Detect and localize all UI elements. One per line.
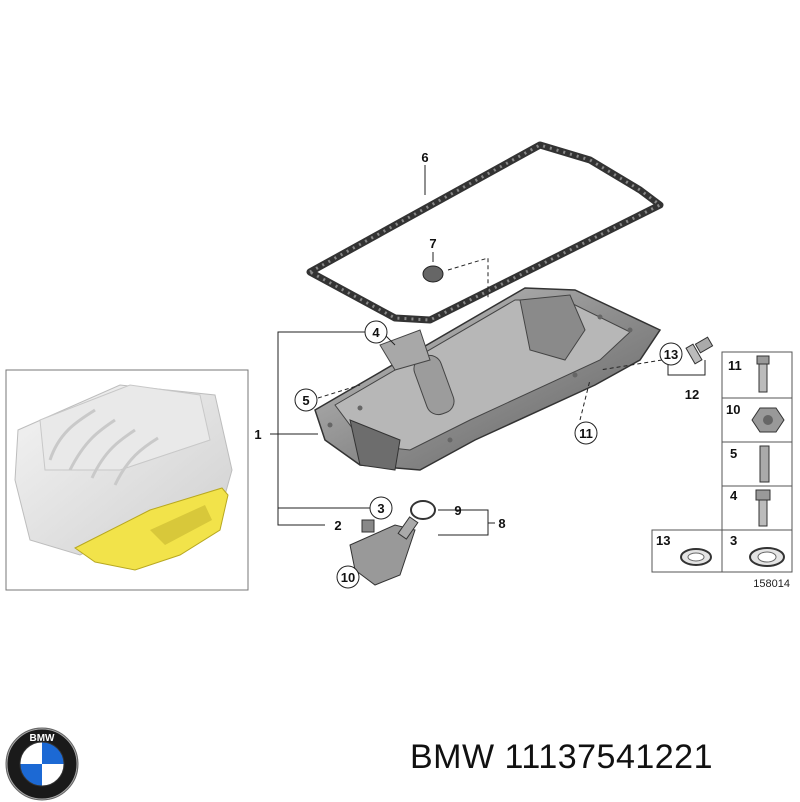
callout-5: 5	[294, 388, 318, 412]
callout-1: 1	[254, 427, 261, 442]
callout-13-label: 13	[664, 347, 678, 362]
legend-item-3: 3	[730, 533, 785, 567]
callout-11-label: 11	[579, 426, 593, 441]
sealing-ring-icon	[749, 547, 785, 567]
part-number: 11137541221	[504, 738, 714, 776]
hex-nut-icon	[751, 407, 785, 433]
callout-12-label: 12	[685, 387, 699, 402]
legend-num: 3	[730, 533, 737, 548]
legend-num: 4	[730, 488, 738, 503]
engine-block-illustration	[14, 384, 233, 556]
callout-10: 10	[336, 565, 360, 589]
stud-icon	[759, 445, 770, 483]
legend-item-5: 5	[730, 445, 770, 483]
callout-3-label: 3	[377, 501, 384, 516]
socket-screw-icon	[755, 489, 771, 527]
oil-pan-gasket	[306, 141, 664, 324]
engine-overview-inset	[5, 369, 249, 591]
bolt-icon	[756, 355, 770, 393]
callout-3: 3	[369, 496, 393, 520]
callout-13: 13	[659, 342, 683, 366]
part-9-o-ring	[410, 500, 436, 520]
part-2-drain-plug	[361, 519, 375, 533]
legend-item-13: 13	[656, 533, 712, 566]
callout-5-label: 5	[302, 393, 309, 408]
callout-8-label: 8	[498, 516, 505, 531]
callout-7-label: 7	[429, 236, 436, 251]
legend-num: 10	[726, 402, 740, 417]
legend-num: 11	[728, 358, 742, 373]
legend-item-11: 11	[728, 355, 770, 393]
callout-10-label: 10	[341, 570, 355, 585]
callout-4: 4	[364, 320, 388, 344]
callout-1-label: 1	[254, 427, 261, 442]
parts-legend: 11 10 5 4 13	[651, 351, 793, 590]
part-7-plug	[422, 265, 444, 283]
legend-num: 5	[730, 446, 737, 461]
callout-2: 2	[334, 518, 341, 533]
callout-7: 7	[429, 236, 436, 251]
callout-8: 8	[498, 516, 505, 531]
part-13-12-bolt	[685, 336, 714, 365]
callout-2-label: 2	[334, 518, 341, 533]
callout-11: 11	[574, 421, 598, 445]
part-10-oil-sensor	[349, 516, 419, 586]
callout-4-label: 4	[372, 325, 380, 340]
brand-name: BMW	[410, 738, 495, 776]
bmw-logo: BMW	[5, 727, 79, 801]
callout-9: 9	[454, 503, 461, 518]
legend-item-4: 4	[730, 488, 771, 527]
part-caption: BMW 11137541221	[410, 738, 713, 777]
legend-num: 13	[656, 533, 670, 548]
legend-item-10: 10	[726, 402, 785, 433]
oil-pan-illustration	[314, 287, 662, 471]
callout-6: 6	[421, 150, 428, 165]
callout-9-label: 9	[454, 503, 461, 518]
callout-12: 12	[685, 387, 699, 402]
sealing-ring-icon	[680, 548, 712, 566]
oil-pan-highlight	[74, 487, 229, 571]
callout-6-label: 6	[421, 150, 428, 165]
logo-lettering: BMW	[30, 733, 56, 744]
diagram-ref-number: 158014	[753, 578, 790, 590]
